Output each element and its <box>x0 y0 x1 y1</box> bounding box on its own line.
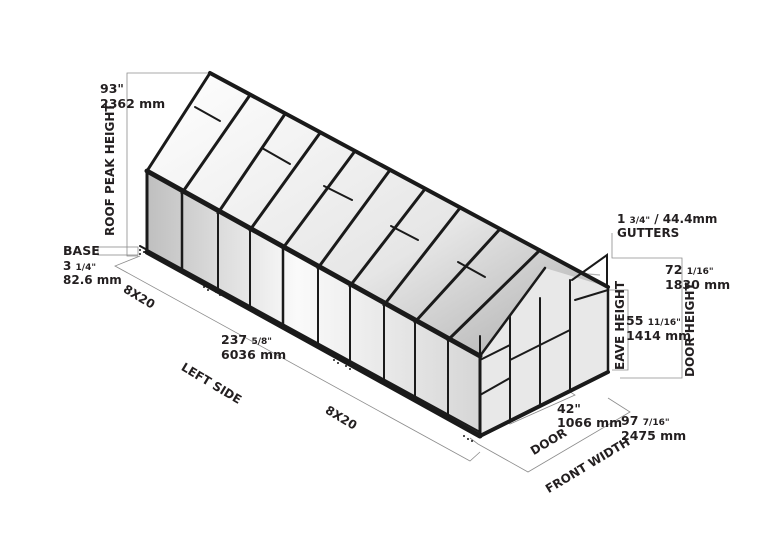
gutters-imperial-whole: 1 <box>617 212 626 226</box>
roof-peak-height-imperial: 93" <box>100 81 124 96</box>
door-height-imperial: 72 1/16" <box>665 263 714 279</box>
roof-slope <box>147 73 608 356</box>
length-metric: 6036 mm <box>221 347 287 362</box>
eave-height-imperial: 55 11/16" <box>626 314 681 330</box>
base-imperial-whole: 3 <box>63 259 72 273</box>
length-imperial: 237 5/8" <box>221 333 272 349</box>
gutters-imperial-frac: 3/4" <box>629 216 651 226</box>
door-width-imperial: 42" <box>557 401 581 416</box>
front-width-imperial-whole: 97 <box>621 413 639 428</box>
base-anchors <box>139 249 473 442</box>
base-imperial: 3 1/4" <box>63 259 96 275</box>
front-wall <box>480 268 608 436</box>
roof-peak-height-metric: 2362 mm <box>100 96 166 111</box>
door-height-imperial-frac: 1/16" <box>686 267 714 277</box>
front-width-metric: 2475 mm <box>621 428 687 443</box>
door-height-imperial-whole: 72 <box>665 262 683 277</box>
eave-height-imperial-whole: 55 <box>626 313 644 328</box>
side-wall <box>147 171 480 436</box>
gutters-metric: / 44.4mm <box>654 212 718 226</box>
base-imperial-frac: 1/4" <box>75 263 97 273</box>
door-width-metric: 1066 mm <box>557 415 623 430</box>
base-title: BASE <box>63 243 100 258</box>
frame <box>139 71 610 439</box>
gutters-dimension: 1 3/4" / 44.4mm <box>617 212 717 228</box>
length-imperial-whole: 237 <box>221 332 248 347</box>
roof-peak-height-title: ROOF PEAK HEIGHT <box>103 103 117 236</box>
eave-height-title: EAVE HEIGHT <box>613 280 627 370</box>
door-height-metric: 1830 mm <box>665 277 731 292</box>
length-imperial-frac: 5/8" <box>251 337 272 347</box>
front-width-imperial-frac: 7/16" <box>642 418 670 428</box>
eave-height-metric: 1414 mm <box>626 328 692 343</box>
base-metric: 82.6 mm <box>63 273 122 287</box>
gutters-title: GUTTERS <box>617 226 680 240</box>
front-width-imperial: 97 7/16" <box>621 414 670 430</box>
eave-height-imperial-frac: 11/16" <box>647 318 681 328</box>
